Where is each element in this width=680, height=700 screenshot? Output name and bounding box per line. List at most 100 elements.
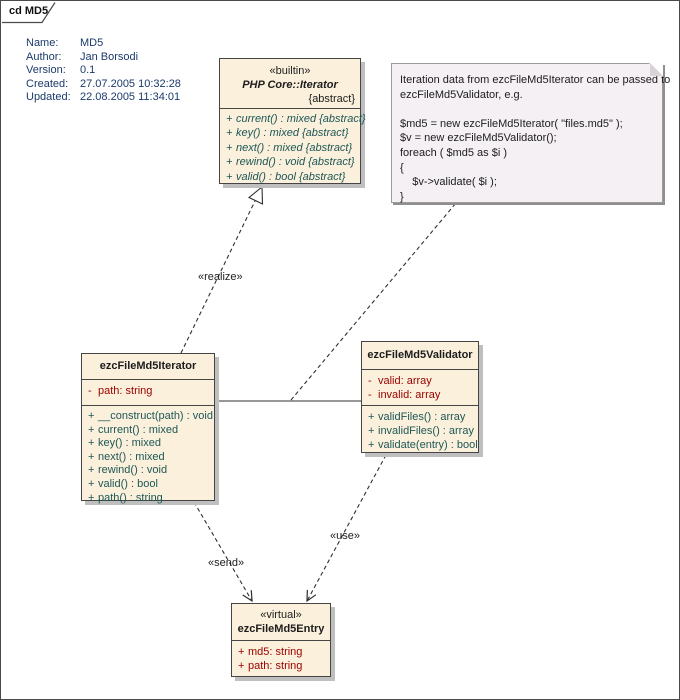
note-text-line: foreach ( $md5 as $i ) [400, 146, 507, 159]
class-php-core-iterator[interactable]: «builtin» PHP Core::Iterator {abstract} … [219, 58, 366, 184]
visibility-marker: + [226, 170, 233, 183]
info-row: Version: 0.1 [26, 64, 181, 78]
info-row: Name: MD5 [26, 37, 181, 51]
visibility-marker: + [88, 410, 95, 422]
method-signature: validFiles() : array [378, 411, 466, 423]
method-signature: next() : mixed [98, 450, 165, 463]
diagram-info-block: Name: MD5 Author: Jan Borsodi Version: 0… [26, 37, 181, 105]
method-signature: rewind() : void {abstract} [236, 156, 355, 169]
method-row: + key() : mixed {abstract} [220, 126, 360, 140]
visibility-marker: + [88, 437, 95, 450]
send-connector[interactable] [193, 501, 252, 601]
info-label: Updated: [26, 91, 71, 103]
class-name: ezcFileMd5Validator [367, 349, 473, 361]
class-modifier: {abstract} [308, 93, 355, 105]
visibility-marker: - [368, 375, 372, 387]
info-label: Version: [26, 64, 66, 76]
class-name: ezcFileMd5Iterator [99, 360, 197, 372]
attribute-signature: md5: string [248, 646, 303, 658]
note-text-line [400, 102, 654, 117]
method-row: + key() : mixed [82, 437, 214, 451]
info-value: 22.08.2005 11:34:01 [80, 91, 181, 103]
class-stereotype: «virtual» [260, 609, 302, 621]
class-header: ezcFileMd5Iterator [82, 354, 214, 379]
visibility-marker: + [238, 660, 245, 672]
method-row: + next() : mixed {abstract} [220, 141, 360, 155]
method-signature: current() : mixed [98, 423, 179, 436]
method-signature: key() : mixed {abstract} [236, 127, 349, 140]
visibility-marker: + [238, 646, 245, 658]
method-signature: valid() : bool [98, 477, 158, 490]
note-text-line: $md5 = new ezcFileMd5Iterator( "files.md… [400, 117, 623, 130]
class-name: PHP Core::Iterator [242, 79, 338, 91]
info-value: MD5 [80, 37, 104, 49]
visibility-marker: + [368, 425, 375, 437]
realize-connector-label: «realize» [198, 271, 243, 283]
methods-compartment: + validFiles() : array + invalidFiles() … [362, 405, 478, 452]
methods-compartment: + __construct(path) : void + current() :… [82, 405, 214, 505]
note-text-line: { [400, 161, 404, 174]
method-row: + next() : mixed [82, 451, 214, 465]
visibility-marker: + [226, 113, 233, 125]
note-text-line: ezcFileMd5Validator, e.g. [400, 88, 523, 101]
class-ezcfilemd5entry[interactable]: «virtual» ezcFileMd5Entry + md5: string … [231, 603, 331, 677]
diagram-frame-tab: cd MD5 [9, 5, 49, 17]
method-row: + __construct(path) : void [82, 410, 214, 424]
class-name: ezcFileMd5Entry [237, 623, 325, 635]
attribute-row: - path: string [82, 385, 214, 399]
class-ezcfilemd5iterator[interactable]: ezcFileMd5Iterator - path: string + __co… [81, 353, 215, 504]
method-row: + invalidFiles() : array [362, 424, 478, 438]
method-row: + valid() : bool {abstract} [220, 170, 360, 184]
note-fold-triangle [650, 63, 663, 76]
class-ezcfilemd5validator[interactable]: ezcFileMd5Validator - valid: array - inv… [361, 341, 479, 453]
attribute-row: + md5: string [232, 645, 330, 659]
method-signature: validate(entry) : bool [378, 439, 478, 451]
class-header: «builtin» PHP Core::Iterator {abstract} [220, 59, 360, 108]
method-row: + validate(entry) : bool [362, 438, 478, 452]
method-row: + path() : string [82, 492, 214, 506]
note-text-line: $v->validate( $i ); [400, 176, 497, 189]
method-row: + rewind() : void {abstract} [220, 155, 360, 169]
method-signature: valid() : bool {abstract} [236, 170, 346, 183]
visibility-marker: + [88, 423, 95, 436]
visibility-marker: + [88, 464, 95, 477]
use-connector[interactable] [307, 454, 387, 601]
attribute-signature: path: string [248, 660, 303, 672]
info-row: Updated: 22.08.2005 11:34:01 [26, 91, 181, 105]
method-row: + valid() : bool [82, 478, 214, 492]
visibility-marker: - [88, 385, 92, 397]
visibility-marker: - [368, 389, 372, 401]
send-connector-label: «send» [208, 557, 245, 569]
use-connector-label: «use» [330, 530, 360, 542]
attributes-compartment: + md5: string + path: string [232, 640, 330, 673]
method-signature: __construct(path) : void [98, 410, 213, 422]
info-label: Name: [26, 37, 59, 49]
note-text-line: Iteration data from ezcFileMd5Iterator c… [400, 74, 671, 86]
attributes-compartment: - path: string [82, 379, 214, 405]
methods-compartment: + current() : mixed {abstract} + key() :… [220, 108, 366, 184]
method-row: + validFiles() : array [362, 410, 478, 424]
info-value: Jan Borsodi [80, 50, 139, 63]
attribute-signature: path: string [98, 385, 153, 397]
info-label: Created: [26, 77, 69, 90]
attribute-signature: invalid: array [378, 389, 441, 401]
method-row: + current() : mixed {abstract} [220, 112, 366, 126]
visibility-marker: + [368, 411, 375, 423]
info-row: Author: Jan Borsodi [26, 51, 181, 65]
info-value: 27.07.2005 10:32:28 [80, 77, 181, 90]
method-signature: rewind() : void [98, 464, 168, 477]
note-text-line: $v = new ezcFileMd5Validator(); [400, 132, 557, 145]
visibility-marker: + [88, 477, 95, 490]
visibility-marker: + [88, 450, 95, 463]
note-text-line: } [400, 190, 404, 203]
attribute-signature: valid: array [378, 375, 432, 387]
visibility-marker: + [88, 491, 95, 504]
realize-arrowhead [247, 185, 264, 205]
method-row: + current() : mixed [82, 424, 214, 438]
visibility-marker: + [226, 141, 233, 154]
attributes-compartment: - valid: array - invalid: array [362, 369, 478, 405]
method-row: + rewind() : void [82, 464, 214, 478]
note-iteration-example[interactable]: Iteration data from ezcFileMd5Iterator c… [391, 63, 671, 203]
class-stereotype: «builtin» [269, 65, 311, 77]
